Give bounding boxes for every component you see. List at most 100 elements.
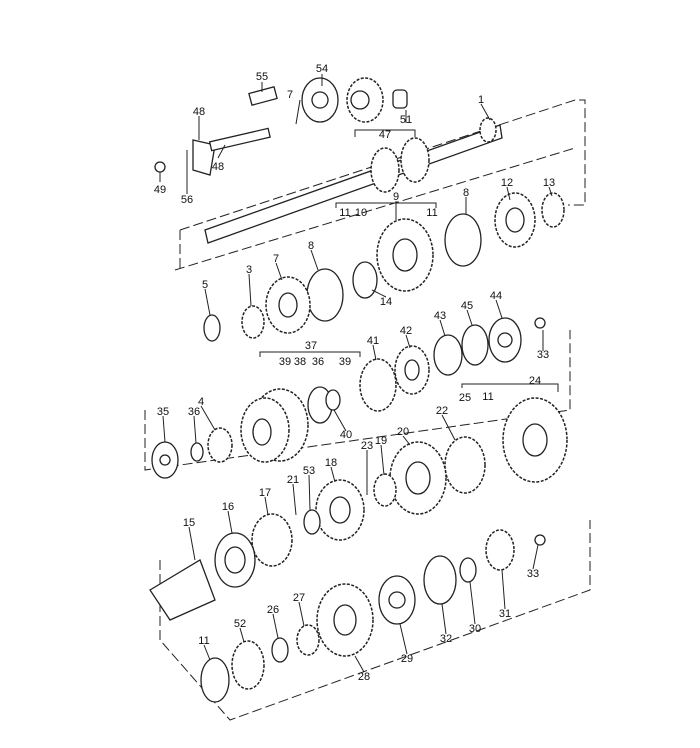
hub-42 [394, 345, 430, 395]
bolt-33a [534, 317, 546, 329]
ring-40 [325, 389, 341, 411]
frame-countershaft [144, 330, 571, 471]
label-33b: 33 [527, 568, 539, 580]
label-7-top: 7 [287, 89, 293, 101]
label-13: 13 [543, 177, 555, 189]
bearing-16 [214, 532, 256, 588]
label-18: 18 [325, 457, 337, 469]
label-11a: 11 [339, 207, 350, 219]
label-36b: 36 [188, 406, 200, 418]
gear-28 [316, 583, 374, 657]
label-31: 31 [499, 608, 511, 620]
gear-31 [485, 529, 515, 571]
label-15: 15 [183, 517, 195, 529]
label-51: 51 [400, 114, 412, 126]
bearing-3 [241, 305, 265, 339]
rod-46 [208, 127, 271, 152]
label-30: 30 [469, 623, 481, 635]
bearing-35 [151, 441, 179, 479]
bolt-33b [534, 534, 546, 546]
label-7: 7 [273, 253, 279, 265]
gear-12 [494, 192, 536, 248]
input-shaft-1 [204, 117, 503, 244]
pinion-15 [149, 559, 216, 621]
label-27: 27 [293, 592, 305, 604]
label-3: 3 [246, 264, 252, 276]
gear-cluster [240, 388, 309, 463]
label-56: 56 [181, 194, 193, 206]
label-10: 10 [355, 207, 367, 219]
label-23: 23 [361, 440, 373, 452]
label-47: 47 [379, 129, 391, 141]
label-1: 1 [478, 94, 484, 106]
ring-8b [306, 268, 344, 322]
ring-11 [200, 657, 230, 703]
bearing-19 [373, 473, 397, 507]
bearing-27 [296, 624, 320, 656]
ring-22 [444, 436, 486, 494]
bearing-13 [541, 192, 565, 228]
spring-55 [248, 86, 278, 106]
label-rod: 48 [212, 161, 224, 173]
label-53: 53 [303, 465, 315, 477]
part-labels: 55 54 47 51 1 48 48 49 56 7 9 11 10 11 8… [154, 63, 555, 683]
label-36a: 36 [312, 356, 324, 368]
gear-47 [346, 77, 384, 123]
leader-lines [159, 74, 553, 673]
label-17: 17 [259, 487, 271, 499]
label-16: 16 [222, 501, 234, 513]
sleeve-41 [359, 358, 397, 412]
label-26: 26 [267, 604, 279, 616]
ring-43 [433, 334, 463, 376]
label-8a: 8 [463, 187, 469, 199]
label-8b: 8 [308, 240, 314, 252]
label-32: 32 [440, 633, 452, 645]
label-55: 55 [256, 71, 268, 83]
label-29: 29 [401, 653, 413, 665]
label-39a: 39 [279, 356, 291, 368]
label-44: 44 [490, 290, 502, 302]
sleeve-51 [392, 89, 408, 109]
gear-17 [251, 513, 293, 567]
label-28: 28 [358, 671, 370, 683]
bearing-44 [488, 317, 522, 363]
label-33a: 33 [537, 349, 549, 361]
gear-24 [502, 397, 568, 483]
ring-26 [271, 637, 289, 663]
gear-7 [265, 276, 311, 334]
label-12: 12 [501, 177, 513, 189]
label-45: 45 [461, 300, 473, 312]
label-39b: 39 [339, 356, 351, 368]
label-43: 43 [434, 310, 446, 322]
label-11b: 11 [426, 207, 437, 219]
label-4: 4 [198, 396, 204, 408]
label-49: 49 [154, 184, 166, 196]
ring-5 [203, 314, 221, 342]
label-14: 14 [380, 296, 392, 308]
label-52: 52 [234, 618, 246, 630]
label-42: 42 [400, 325, 412, 337]
label-22: 22 [436, 405, 448, 417]
label-41: 41 [367, 335, 379, 347]
label-25: 25 [459, 392, 471, 404]
label-54: 54 [316, 63, 328, 75]
ring-32 [423, 555, 457, 605]
carrier-54 [301, 77, 339, 123]
label-9: 9 [393, 191, 399, 203]
brackets [259, 99, 559, 392]
plate-48 [192, 139, 216, 176]
label-11d: 11 [198, 635, 209, 647]
label-48: 48 [193, 106, 205, 118]
label-24: 24 [529, 375, 541, 387]
label-11c: 11 [482, 391, 493, 403]
label-21: 21 [287, 474, 299, 486]
synchro-9 [376, 218, 434, 292]
label-35: 35 [157, 406, 169, 418]
ring-52 [231, 640, 265, 690]
bolt-49 [154, 161, 166, 173]
bearing-29 [378, 575, 416, 625]
label-37: 37 [305, 340, 317, 352]
gear-20 [389, 441, 447, 515]
